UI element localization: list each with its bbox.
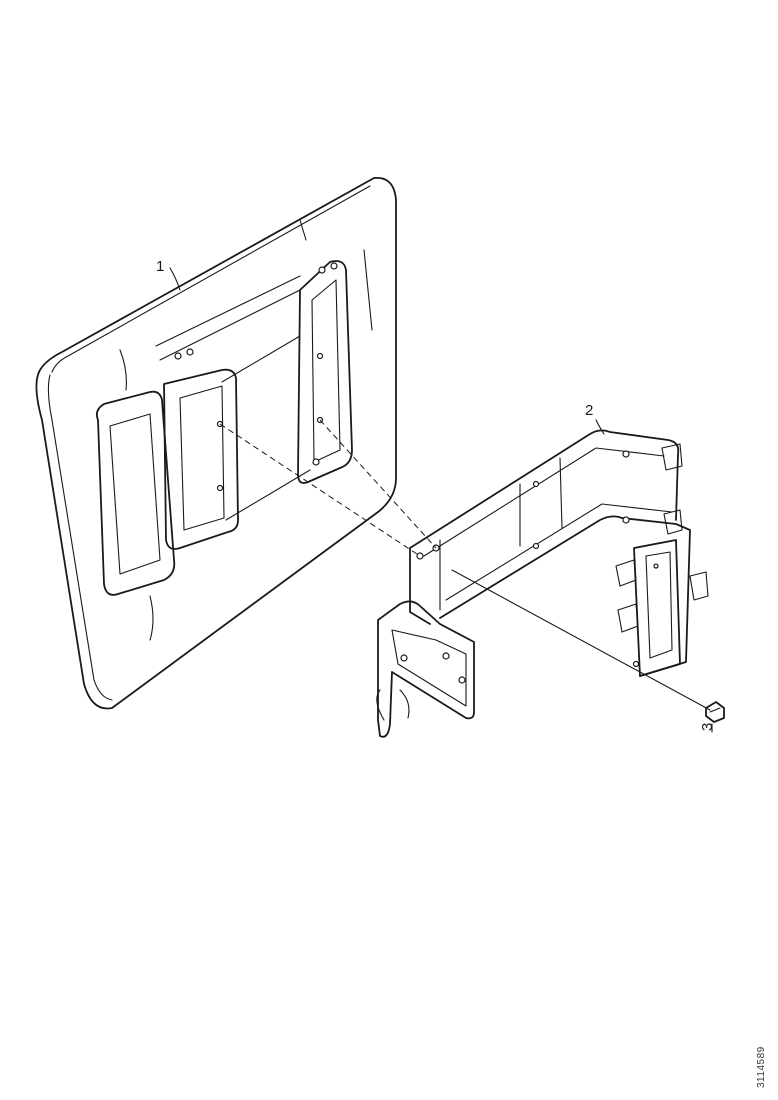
assembly-lines [169,267,713,733]
figure-id: 3114589 [756,1046,767,1088]
panel-handle-frame [95,260,353,596]
callout-part-3: 3 [699,722,716,731]
callout-part-1: 1 [156,258,165,275]
display-panel [35,177,397,710]
screw-fastener [705,701,725,723]
mount-bracket [376,429,709,738]
callout-part-2: 2 [585,402,594,419]
